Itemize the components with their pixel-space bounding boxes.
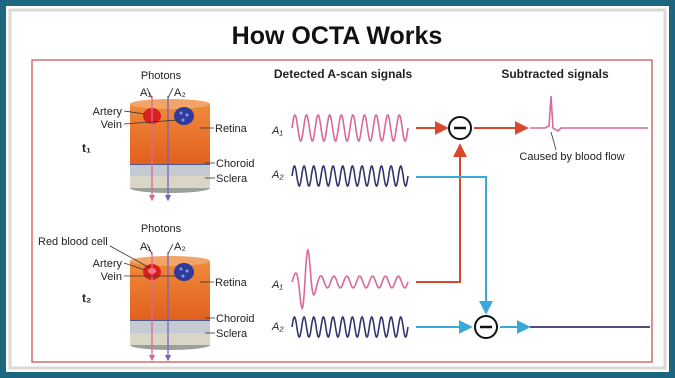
subtracted-signal-t1 bbox=[530, 95, 648, 133]
vein-vessel-t2 bbox=[174, 263, 194, 281]
vein-label-t1: Vein bbox=[101, 119, 122, 131]
caused-by-blood-flow-label: Caused by blood flow bbox=[519, 151, 624, 163]
figure-title: How OCTA Works bbox=[232, 22, 443, 50]
a1-signal-wave-t2 bbox=[291, 248, 409, 311]
sclera-label-t1: Sclera bbox=[216, 173, 248, 185]
a2-label-t2: A₂ bbox=[174, 241, 186, 253]
a1-signal-label-t2: A₁ bbox=[271, 279, 283, 291]
arrow-a2-top-to-bottom-subtract bbox=[416, 176, 493, 315]
a1-signal-wave-t1 bbox=[291, 113, 409, 143]
t2-label: t₂ bbox=[82, 291, 91, 305]
a1-label-t2: A₁ bbox=[140, 241, 151, 253]
vein-label-t2: Vein bbox=[101, 271, 122, 283]
retina-label-t1: Retina bbox=[215, 123, 248, 135]
sclera-label-t2: Sclera bbox=[216, 328, 248, 340]
panel-border bbox=[31, 59, 653, 363]
minus-circle-icon bbox=[448, 116, 472, 140]
choroid-label-t2: Choroid bbox=[216, 313, 255, 325]
choroid-label-t1: Choroid bbox=[216, 158, 255, 170]
a2-signal-label-t2: A₂ bbox=[271, 321, 284, 333]
arrow-a1-bottom-to-top-subtract bbox=[416, 143, 467, 283]
a1-signal-label-t1: A₁ bbox=[271, 125, 283, 137]
tissue-block-t1 bbox=[130, 87, 210, 202]
tissue-block-t2 bbox=[130, 243, 210, 362]
a1-label-t1: A₁ bbox=[140, 87, 151, 99]
artery-label-t2: Artery bbox=[93, 258, 123, 270]
caused-by-pointer bbox=[550, 131, 557, 151]
red-blood-cell-label: Red blood cell bbox=[38, 236, 108, 248]
minus-circle-icon bbox=[474, 315, 498, 339]
header-detected: Detected A-scan signals bbox=[274, 67, 413, 81]
inner-frame bbox=[8, 8, 667, 370]
a2-signal-label-t1: A₂ bbox=[271, 169, 284, 181]
retina-label-t2: Retina bbox=[215, 277, 248, 289]
a2-signal-wave-t2 bbox=[291, 315, 409, 339]
t1-label: t₁ bbox=[82, 141, 91, 155]
photons-label-t2: Photons bbox=[141, 223, 182, 235]
a2-label-t1: A₂ bbox=[174, 87, 186, 99]
artery-label-t1: Artery bbox=[93, 106, 123, 118]
a2-signal-wave-t1 bbox=[291, 164, 409, 188]
header-subtracted: Subtracted signals bbox=[501, 67, 609, 81]
vein-vessel bbox=[174, 107, 194, 125]
photons-label-t1: Photons bbox=[141, 70, 182, 82]
